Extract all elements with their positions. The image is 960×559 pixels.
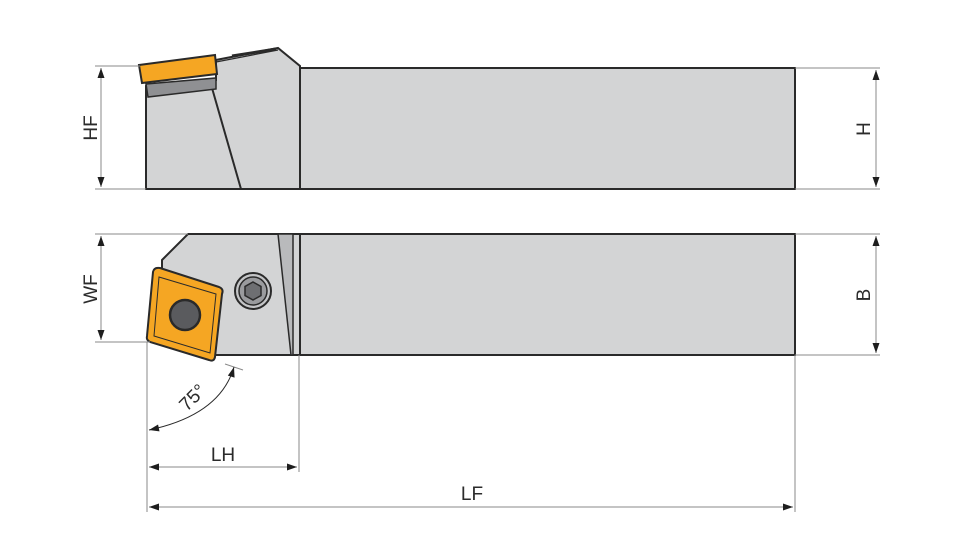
dim-label-wf: WF bbox=[81, 274, 102, 304]
side-shank bbox=[299, 67, 796, 190]
clamp-slot bbox=[231, 47, 277, 58]
dim-label-angle: 75° bbox=[176, 381, 211, 416]
dim-label-h: H bbox=[854, 122, 875, 136]
side-view: HF H bbox=[81, 46, 880, 190]
clamp-screw-icon bbox=[234, 272, 272, 310]
dim-label-hf: HF bbox=[81, 115, 102, 140]
shim bbox=[145, 77, 217, 98]
insert-top bbox=[145, 266, 224, 362]
insert-side bbox=[137, 53, 219, 85]
dim-label-b: B bbox=[854, 289, 875, 302]
side-edge-line bbox=[211, 87, 242, 190]
top-view: WF B 75° LH LF bbox=[81, 233, 880, 512]
dim-label-lf: LF bbox=[461, 484, 483, 505]
dim-label-lh: LH bbox=[211, 445, 235, 466]
insert-hole bbox=[168, 298, 202, 332]
top-shank bbox=[299, 233, 796, 356]
